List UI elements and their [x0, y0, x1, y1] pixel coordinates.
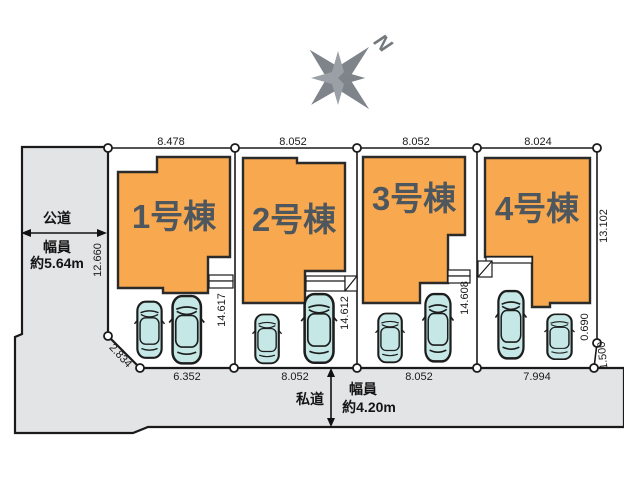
- building-2-label: 2号棟: [252, 201, 337, 238]
- compass-north-label: N: [369, 30, 397, 58]
- building-2-outline: [241, 156, 347, 305]
- dim-lot1-top: 8.478: [157, 136, 185, 148]
- survey-point-markers: [103, 143, 602, 373]
- public-road-label: 公道: [43, 210, 71, 226]
- building-4-label: 4号棟: [495, 190, 580, 227]
- private-road-width-value: 約4.20m: [342, 399, 396, 415]
- car: [299, 292, 339, 365]
- car: [543, 313, 576, 361]
- dim-lot1-bottom: 6.352: [173, 371, 201, 383]
- road-area: [13, 145, 624, 435]
- private-road-annotation: 私道 幅員 約4.20m: [296, 368, 396, 427]
- public-road-annotation: 公道 幅員 約5.64m: [21, 210, 107, 271]
- car: [133, 300, 166, 359]
- parked-cars: [133, 289, 576, 365]
- lot-boundaries: [108, 147, 598, 369]
- building-1-label: 1号棟: [132, 198, 217, 235]
- dim-lot2-bottom: 8.052: [281, 371, 309, 383]
- car: [167, 294, 206, 365]
- compass-rose-icon: [309, 46, 370, 110]
- dim-lot3-side: 14.608: [459, 281, 471, 315]
- public-road-width-value: 約5.64m: [30, 255, 84, 271]
- public-road-width-prefix: 幅員: [43, 239, 71, 255]
- private-road-width-prefix: 幅員: [349, 381, 377, 397]
- building-4-outline: [483, 156, 592, 309]
- dim-east-upper: 0.690: [579, 313, 591, 341]
- dim-east-diagonal: 1.500: [596, 341, 611, 370]
- dim-lot4-bottom: 7.994: [523, 371, 551, 383]
- car: [421, 292, 455, 363]
- porch-steps: [208, 256, 533, 292]
- car: [251, 313, 283, 365]
- building-1-outline: [116, 155, 232, 295]
- dim-road-east-edge: 12.660: [92, 243, 104, 277]
- car: [374, 312, 406, 364]
- dim-lot2-top: 8.052: [279, 136, 307, 148]
- dim-lot3-bottom: 8.052: [405, 371, 433, 383]
- dim-lot3-top: 8.052: [402, 136, 430, 148]
- car: [494, 289, 528, 360]
- dim-lot2-side: 14.612: [339, 296, 351, 330]
- dim-lot1-side: 14.617: [216, 293, 228, 327]
- private-road-label: 私道: [296, 391, 324, 407]
- dim-lot4-side: 13.102: [598, 209, 610, 243]
- building-3-label: 3号棟: [372, 180, 457, 217]
- dim-lot4-top: 8.024: [524, 136, 552, 148]
